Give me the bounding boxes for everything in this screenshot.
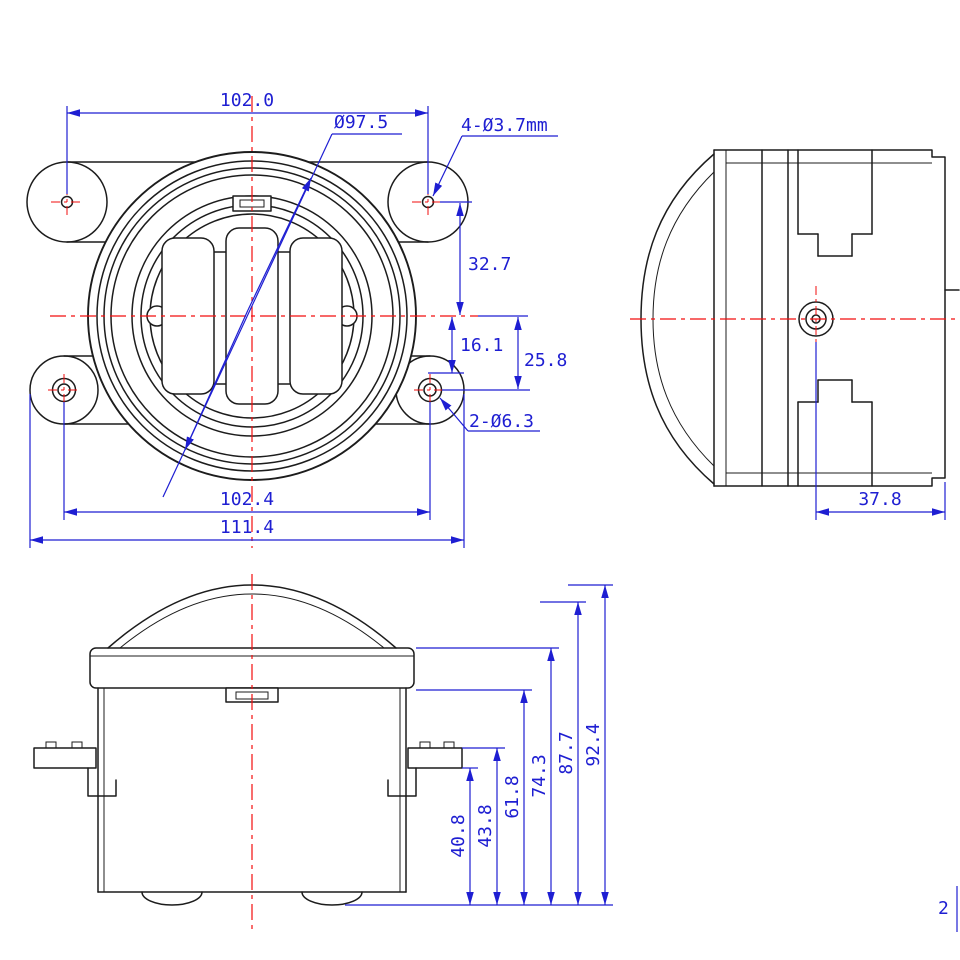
dim-height-6: 92.4 xyxy=(583,723,604,766)
dim-small-mount-holes: 4-Ø3.7mm xyxy=(461,115,548,136)
dim-lens-diameter: Ø97.5 xyxy=(334,112,388,133)
dim-center-step: 16.1 xyxy=(460,335,503,356)
dim-top-hole-spacing: 102.0 xyxy=(220,90,274,111)
side-view: 37.8 xyxy=(630,149,960,520)
dim-large-mount-holes: 2-Ø6.3 xyxy=(469,411,534,432)
dim-hole-to-center: 32.7 xyxy=(468,254,511,275)
centerlines-front xyxy=(48,96,478,548)
dimensions-front: 102.0 Ø97.5 4-Ø3.7mm 32.7 16.1 25.8 xyxy=(29,90,567,548)
elevation-view: 40.8 43.8 61.8 74.3 87.7 92.4 2 xyxy=(33,574,958,934)
bracket-tab-right xyxy=(407,747,463,769)
front-view: 102.0 Ø97.5 4-Ø3.7mm 32.7 16.1 25.8 xyxy=(26,90,567,548)
dim-height-5: 87.7 xyxy=(556,731,577,774)
foot-right xyxy=(301,891,363,906)
bracket-hook-left xyxy=(87,767,117,797)
dim-center-to-lower-hole: 25.8 xyxy=(524,350,567,371)
dim-mount-depth: 37.8 xyxy=(858,489,901,510)
housing-profile xyxy=(713,149,946,487)
bracket-tab-left xyxy=(33,747,97,769)
dim-lower-hole-spacing: 102.4 xyxy=(220,489,274,510)
dim-height-3: 61.8 xyxy=(502,775,523,818)
bracket-hook-right xyxy=(387,767,417,797)
dim-height-4: 74.3 xyxy=(529,754,550,797)
dim-height-1: 40.8 xyxy=(448,814,469,857)
dimensions-side: 37.8 xyxy=(815,342,946,520)
side-view-body xyxy=(640,149,960,487)
dim-edge-fragment: 2 xyxy=(938,898,949,919)
dimensions-elevation: 40.8 43.8 61.8 74.3 87.7 92.4 2 xyxy=(345,584,958,932)
centerlines-side xyxy=(630,286,956,352)
dim-height-2: 43.8 xyxy=(475,804,496,847)
foot-left xyxy=(141,891,203,906)
elevation-body xyxy=(33,584,463,906)
dim-overall-width: 111.4 xyxy=(220,517,274,538)
